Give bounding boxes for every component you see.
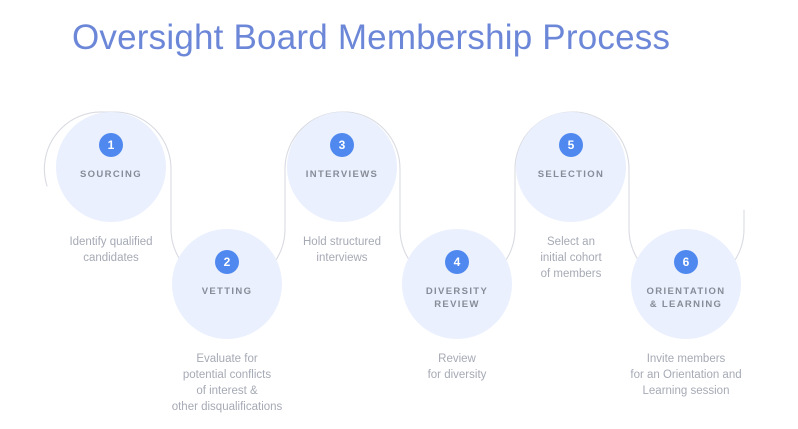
page-title: Oversight Board Membership Process [72, 18, 671, 57]
step-bubble-3[interactable]: 3 INTERVIEWS [287, 112, 397, 222]
step-description-2: Evaluate for potential conflicts of inte… [171, 353, 283, 413]
process-step-2[interactable]: 2 VETTING Evaluate for potential conflic… [142, 229, 312, 415]
step-description-6: Invite members for an Orientation and Le… [630, 353, 742, 397]
process-step-4[interactable]: 4 DIVERSITY REVIEW Review for diversity [372, 229, 542, 383]
step-number-badge-3: 3 [330, 133, 354, 157]
step-label-5: SELECTION [537, 169, 605, 180]
process-step-6[interactable]: 6 ORIENTATION & LEARNING Invite members … [601, 229, 771, 399]
step-number-badge-5: 5 [559, 133, 583, 157]
process-step-1[interactable]: 1 SOURCING Identify qualified candidates [26, 112, 196, 266]
step-label-6: ORIENTATION & LEARNING [646, 286, 726, 310]
step-description-5: Select an initial cohort of members [540, 236, 602, 280]
step-number-badge-2: 2 [215, 250, 239, 274]
step-description-4: Review for diversity [427, 353, 487, 381]
step-bubble-1[interactable]: 1 SOURCING [56, 112, 166, 222]
process-step-5[interactable]: 5 SELECTION Select an initial cohort of … [486, 112, 656, 282]
step-bubble-5[interactable]: 5 SELECTION [516, 112, 626, 222]
step-description-3: Hold structured interviews [303, 236, 381, 264]
step-label-4: DIVERSITY REVIEW [425, 286, 489, 310]
step-number-badge-1: 1 [99, 133, 123, 157]
step-bubble-6[interactable]: 6 ORIENTATION & LEARNING [631, 229, 741, 339]
step-bubble-4[interactable]: 4 DIVERSITY REVIEW [402, 229, 512, 339]
step-description-1: Identify qualified candidates [69, 236, 153, 264]
step-label-1: SOURCING [80, 169, 142, 180]
step-label-3: INTERVIEWS [305, 169, 379, 180]
step-number-badge-4: 4 [445, 250, 469, 274]
process-step-3[interactable]: 3 INTERVIEWS Hold structured interviews [257, 112, 427, 266]
step-label-2: VETTING [201, 286, 253, 297]
step-number-badge-6: 6 [674, 250, 698, 274]
step-bubble-2[interactable]: 2 VETTING [172, 229, 282, 339]
